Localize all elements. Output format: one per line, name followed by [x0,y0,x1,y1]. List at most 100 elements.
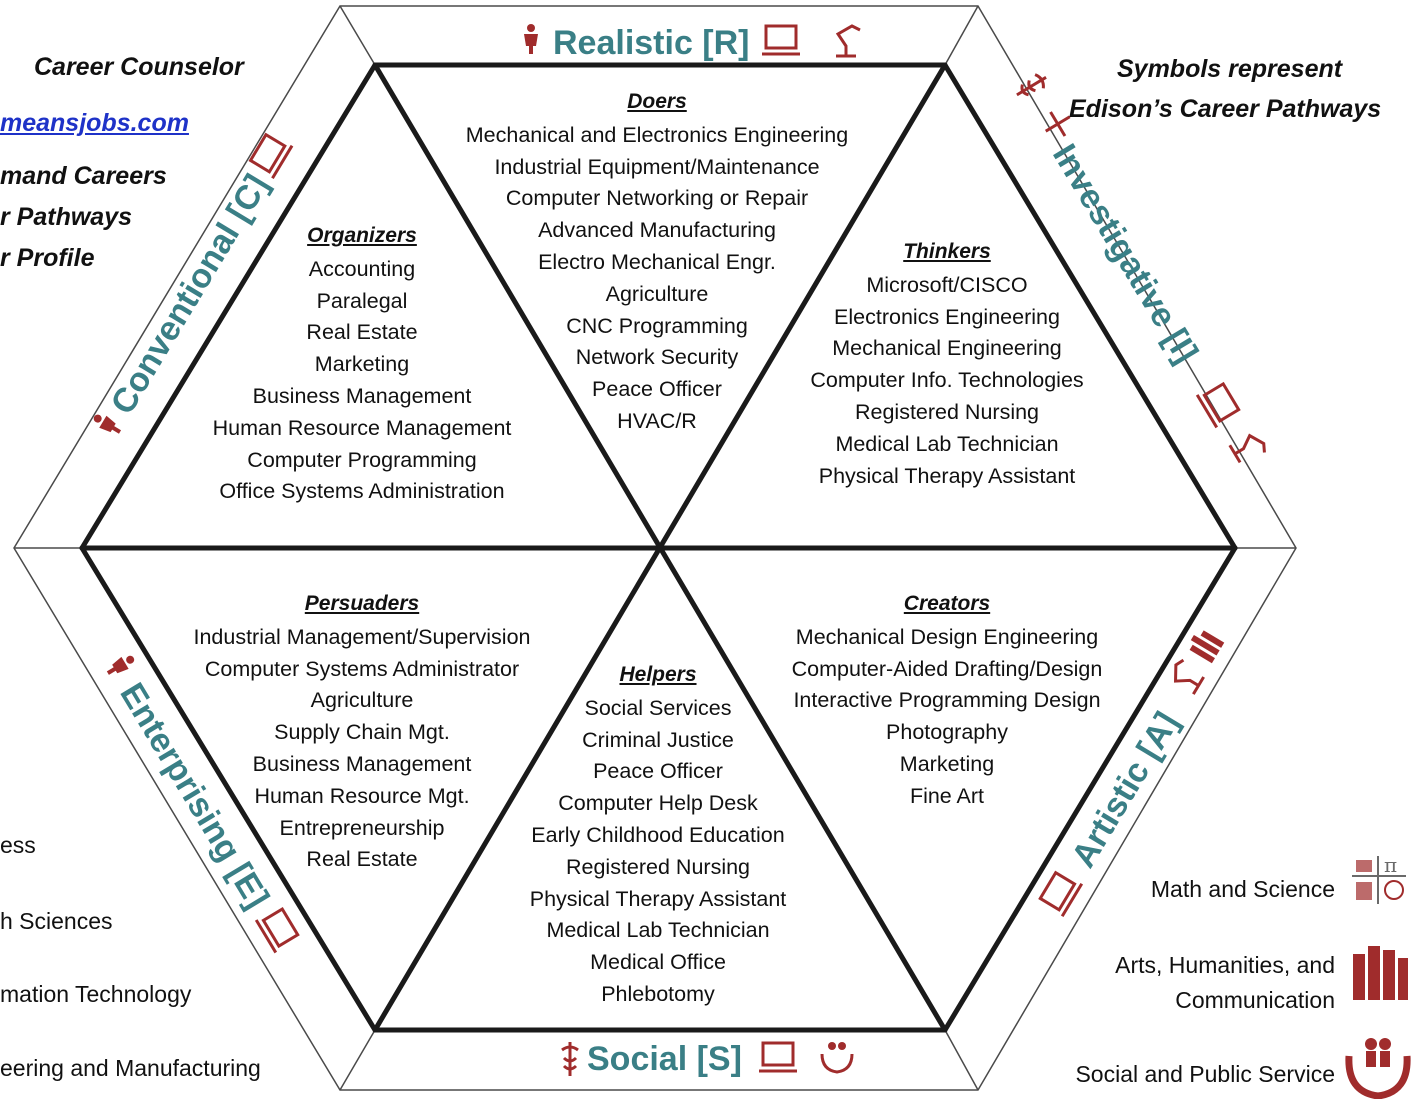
header-career-counselor: Career Counselor [34,53,244,81]
list-item: CNC Programming [566,313,748,338]
list-item: Computer Info. Technologies [810,368,1084,393]
list-item: HVAC/R [617,408,697,433]
math-science-icon [1044,111,1071,137]
helping-hands-icon [1345,1038,1411,1099]
section-title: Persuaders [304,592,420,615]
corner-connectors [14,5,1296,1091]
list-item: Mechanical Engineering [832,336,1062,361]
books-icon [1189,630,1225,664]
triangle-dividers [79,62,1238,1033]
section-thinkers: Thinkers Microsoft/CISCO Electronics Eng… [810,236,1083,492]
robot-arm-icon [835,24,861,58]
list-item: Office Systems Administration [219,479,505,504]
left-legend-item: mation Technology [0,981,192,1007]
section-creators: Creators Mechanical Design Engineering C… [792,588,1103,813]
section-doers: Doers Mechanical and Electronics Enginee… [466,86,848,438]
list-item: Paralegal [316,288,408,313]
list-item: Human Resource Management [212,415,512,440]
section-title: Helpers [619,663,697,686]
list-item: Phlebotomy [601,981,715,1006]
list-item: Network Security [575,345,739,370]
caduceus-icon [561,1042,579,1076]
caduceus-icon [1016,73,1047,97]
list-item: Computer Networking or Repair [505,186,809,211]
symbols-caption-line1: Symbols represent [1117,55,1343,83]
left-legend-item: ess [0,832,36,858]
list-item: Fine Art [909,783,985,808]
list-item: Registered Nursing [565,854,751,879]
laptop-icon [759,1041,797,1073]
header-demand-careers: mand Careers [0,162,167,190]
laptop-icon [1038,870,1084,918]
header-profile: r Profile [0,244,95,272]
section-organizers: Organizers Accounting Paralegal Real Est… [213,220,512,508]
list-item: Supply Chain Mgt. [274,720,450,745]
list-item: Entrepreneurship [279,815,445,840]
robot-arm-icon [1173,658,1205,695]
helping-hands-icon [820,1042,854,1074]
list-item: Physical Therapy Assistant [818,463,1076,488]
person-icon [524,24,538,54]
list-item: Industrial Equipment/Maintenance [494,154,820,179]
list-item: Business Management [252,751,472,776]
header-website-link[interactable]: meansjobs.com [0,109,189,137]
list-item: Real Estate [306,320,418,345]
list-item: Mechanical Design Engineering [795,624,1099,649]
person-icon [106,655,135,675]
laptop-icon [254,906,300,954]
list-item: Computer Systems Administrator [204,656,520,681]
left-legend-item: h Sciences [0,908,113,934]
list-item: Human Resource Mgt. [254,783,470,808]
list-item: Medical Lab Technician [546,918,770,943]
list-item: Peace Officer [593,759,723,784]
section-title: Doers [627,90,687,113]
list-item: Criminal Justice [582,727,734,752]
list-item: Accounting [308,256,416,281]
section-title: Organizers [307,224,417,247]
legend-arts-line1: Arts, Humanities, and [1115,952,1335,978]
list-item: Agriculture [605,281,709,306]
social-label-group: Social [S] [561,1040,854,1078]
laptop-icon [248,132,294,180]
symbols-caption-line2: Edison’s Career Pathways [1069,95,1382,123]
social-label: Social [S] [587,1040,742,1078]
realistic-label-group: Realistic [R] [524,24,861,62]
list-item: Early Childhood Education [531,822,785,847]
legend-social-public-service: Social and Public Service [1075,1061,1335,1087]
section-helpers: Helpers Social Services Criminal Justice… [530,659,787,1011]
list-item: Marketing [314,352,410,377]
math-science-icon: π [1352,853,1406,904]
list-item: Photography [886,720,1008,745]
list-item: Electronics Engineering [834,304,1060,329]
list-item: Medical Office [590,950,726,975]
list-item: Real Estate [306,847,418,872]
section-title: Creators [903,592,991,615]
section-title: Thinkers [903,240,991,263]
realistic-label: Realistic [R] [553,24,750,62]
person-icon [93,414,122,434]
laptop-icon [762,24,800,56]
list-item: Mechanical and Electronics Engineering [465,122,849,147]
header-pathways: r Pathways [0,203,133,231]
list-item: Computer-Aided Drafting/Design [791,656,1103,681]
list-item: Computer Programming [247,447,477,472]
list-item: Medical Lab Technician [835,431,1059,456]
list-item: Business Management [252,383,472,408]
robot-arm-icon [1228,433,1266,464]
section-persuaders: Persuaders Industrial Management/Supervi… [193,588,530,876]
legend-math-science: Math and Science [1150,876,1335,902]
list-item: Industrial Management/Supervision [193,624,531,649]
left-legend-item: eering and Manufacturing [0,1055,261,1081]
list-item: Microsoft/CISCO [866,272,1028,297]
list-item: Registered Nursing [854,399,1040,424]
list-item: Interactive Programming Design [793,688,1101,713]
list-item: Agriculture [310,688,414,713]
legend-arts-line2: Communication [1175,987,1335,1013]
laptop-icon [1195,381,1241,429]
list-item: Advanced Manufacturing [538,218,776,243]
list-item: Physical Therapy Assistant [529,886,787,911]
list-item: Electro Mechanical Engr. [538,249,776,274]
books-icon [1353,946,1408,1000]
list-item: Social Services [584,695,732,720]
